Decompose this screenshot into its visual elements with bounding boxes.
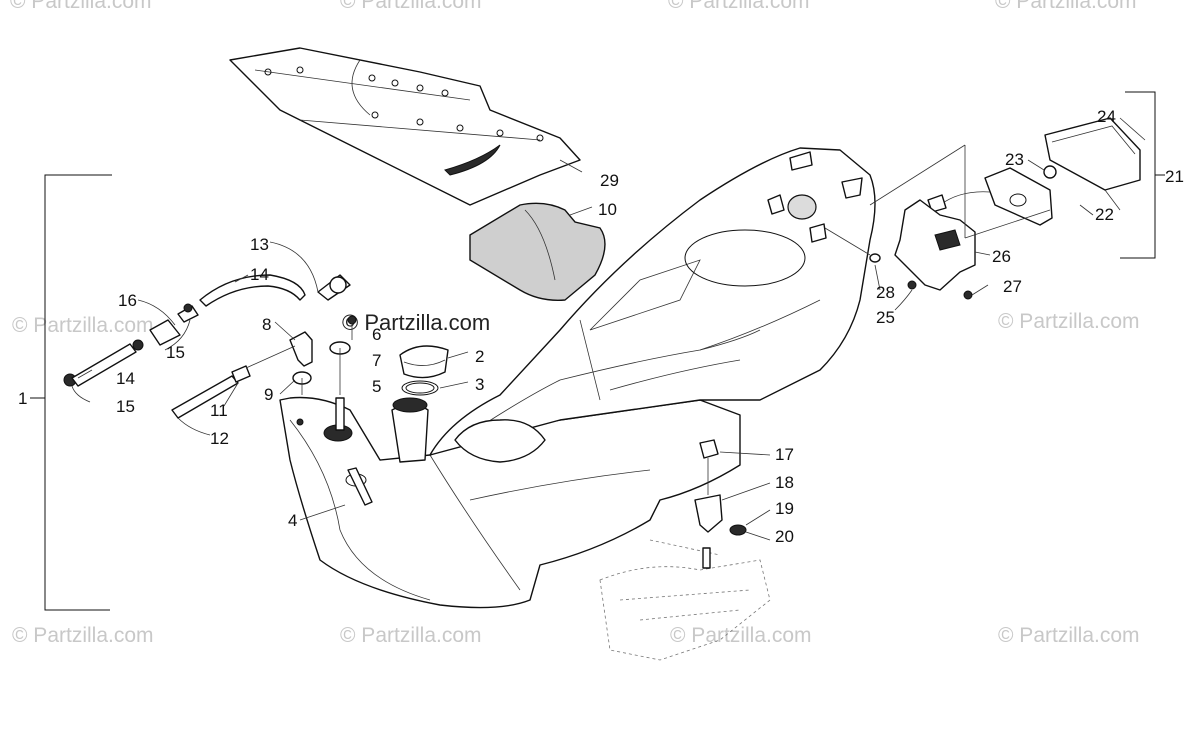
- callout-15b: 15: [116, 397, 135, 416]
- callout-8: 8: [262, 315, 271, 334]
- callout-9: 9: [264, 385, 273, 404]
- callout-23: 23: [1005, 150, 1024, 169]
- callout-12: 12: [210, 429, 229, 448]
- callout-22: 22: [1095, 205, 1114, 224]
- chassis-fragment: [599, 539, 771, 661]
- callout-10: 10: [598, 200, 617, 219]
- callout-18: 18: [775, 473, 794, 492]
- group-bracket-1: [30, 174, 112, 611]
- callout-27: 27: [1003, 277, 1022, 296]
- callout-15a: 15: [166, 343, 185, 362]
- callout-14a: 14: [250, 265, 269, 284]
- watermark-bot-2: © Partzilla.com: [340, 624, 482, 647]
- watermark-top-1: © Partzilla.com: [10, 0, 152, 13]
- callout-1: 1: [18, 389, 27, 408]
- callout-21: 21: [1165, 167, 1184, 186]
- callout-2: 2: [475, 347, 484, 366]
- callout-28: 28: [876, 283, 895, 302]
- watermark-center: © Partzilla.com: [342, 310, 490, 335]
- callout-17: 17: [775, 445, 794, 464]
- watermark-bot-4: © Partzilla.com: [998, 624, 1140, 647]
- watermark-top-4: © Partzilla.com: [995, 0, 1137, 13]
- watermark-bot-1: © Partzilla.com: [12, 624, 154, 647]
- seat-tank-body: [279, 147, 876, 609]
- watermark-layer: © Partzilla.com © Partzilla.com © Partzi…: [10, 0, 1140, 647]
- callout-labels: 1 2 3 4 5 6 7 8 9 10 11 12 13 14 14 15 1…: [18, 107, 1184, 546]
- callout-24: 24: [1097, 107, 1116, 126]
- watermark-top-3: © Partzilla.com: [668, 0, 810, 13]
- callout-6: 6: [372, 325, 381, 344]
- callout-4: 4: [288, 511, 297, 530]
- taillight-assembly: [824, 117, 1146, 300]
- mount-parts: [694, 439, 771, 569]
- side-panel-29: [229, 47, 581, 206]
- callout-26: 26: [992, 247, 1011, 266]
- callout-5: 5: [372, 377, 381, 396]
- fuel-line-parts: [63, 274, 449, 431]
- callout-25: 25: [876, 308, 895, 327]
- watermark-top-2: © Partzilla.com: [340, 0, 482, 13]
- callout-19: 19: [775, 499, 794, 518]
- leader-lines: [71, 159, 1094, 526]
- callout-16: 16: [118, 291, 137, 310]
- watermark-mid-4: © Partzilla.com: [998, 310, 1140, 333]
- callout-13: 13: [250, 235, 269, 254]
- callout-29: 29: [600, 171, 619, 190]
- callout-11: 11: [210, 401, 228, 420]
- callout-14b: 14: [116, 369, 135, 388]
- watermark-mid-1: © Partzilla.com: [12, 314, 154, 337]
- watermark-bot-3: © Partzilla.com: [670, 624, 812, 647]
- foam-pad-10: [469, 202, 606, 301]
- callout-7: 7: [372, 351, 381, 370]
- callout-3: 3: [475, 375, 484, 394]
- callout-20: 20: [775, 527, 794, 546]
- group-bracket-21: [1120, 91, 1165, 259]
